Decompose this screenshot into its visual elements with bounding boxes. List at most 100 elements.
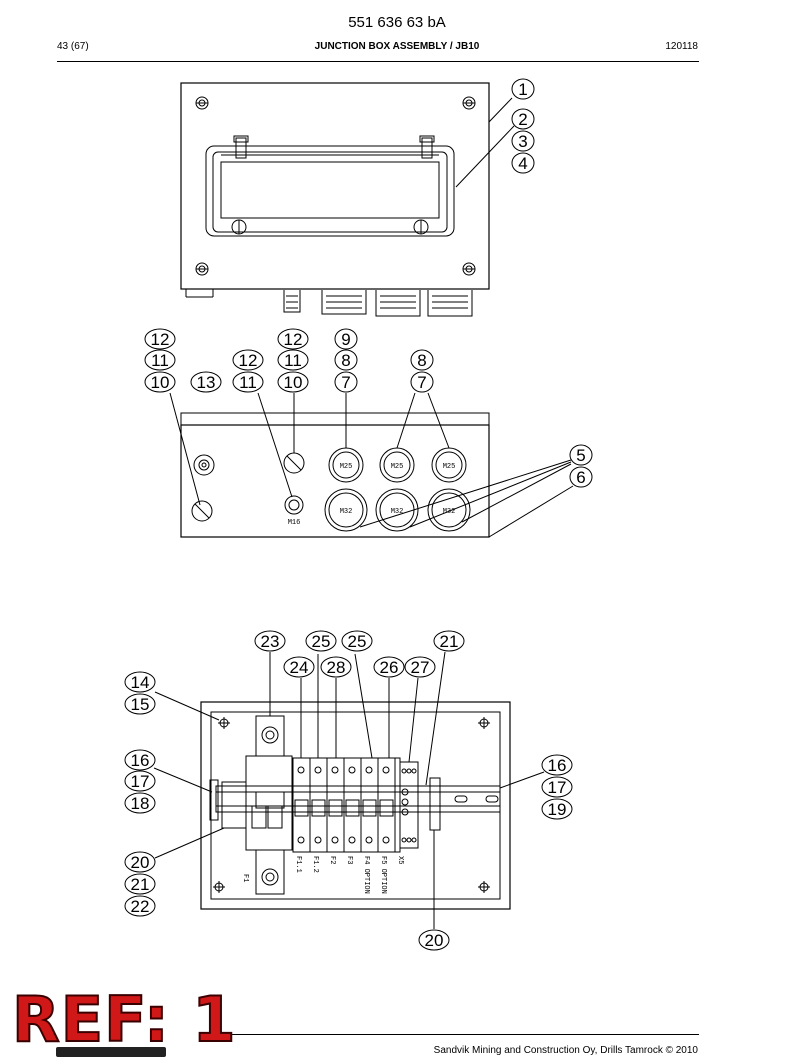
svg-text:14: 14	[131, 673, 150, 692]
callout-balloon: 20	[124, 851, 156, 873]
svg-text:21: 21	[440, 632, 459, 651]
breaker-f4	[360, 757, 379, 853]
page-number: 43 (67)	[57, 41, 89, 52]
callout-balloon: 5	[569, 444, 593, 466]
component-label: F1.1	[294, 856, 302, 873]
callout-balloon: 13	[190, 371, 222, 393]
gland-labels: M25 M25 M25 M32 M32 M32 M16	[288, 463, 456, 527]
svg-text:5: 5	[576, 446, 585, 465]
callout-balloon: 28	[320, 656, 352, 678]
mounting-hole	[478, 717, 490, 729]
breaker-f2	[326, 757, 345, 853]
svg-text:10: 10	[284, 373, 303, 392]
svg-text:16: 16	[548, 756, 567, 775]
inspection-window	[205, 135, 455, 237]
interior-view	[153, 651, 545, 929]
cable-glands-front	[283, 290, 473, 317]
callout-balloon: 11	[232, 371, 264, 393]
svg-text:2: 2	[518, 110, 527, 129]
callout-balloon: 21	[433, 630, 465, 652]
svg-text:7: 7	[417, 373, 426, 392]
svg-text:10: 10	[151, 373, 170, 392]
gland-small	[193, 454, 215, 476]
svg-text:25: 25	[312, 632, 331, 651]
component-label: F1.2	[311, 856, 319, 873]
gland-label: M25	[340, 463, 353, 471]
terminal-x5	[399, 761, 419, 849]
svg-text:17: 17	[548, 778, 567, 797]
callout-balloon: 6	[569, 466, 593, 488]
svg-text:19: 19	[548, 800, 567, 819]
gland-label: M25	[391, 463, 404, 471]
svg-text:8: 8	[417, 351, 426, 370]
callout-balloon: 16	[124, 749, 156, 771]
gland-m32	[427, 488, 471, 532]
gland-label: M32	[391, 508, 404, 516]
header-rule	[57, 61, 699, 62]
callout-balloon: 27	[404, 656, 436, 678]
svg-text:13: 13	[197, 373, 216, 392]
component-label: F3	[345, 856, 353, 864]
callout-balloon: 24	[283, 656, 315, 678]
callout-balloon: 11	[144, 349, 176, 371]
cover-screw	[195, 262, 209, 276]
callout-balloon: 2	[511, 108, 535, 130]
company-logo	[56, 1047, 166, 1057]
svg-text:28: 28	[327, 658, 346, 677]
din-rail	[209, 777, 501, 831]
callout-balloon: 4	[511, 152, 535, 174]
footer-copyright: Sandvik Mining and Construction Oy, Dril…	[433, 1045, 698, 1056]
callout-balloon: 3	[511, 130, 535, 152]
svg-text:22: 22	[131, 897, 150, 916]
callout-balloon: 20	[418, 929, 450, 951]
svg-text:24: 24	[290, 658, 309, 677]
svg-text:26: 26	[380, 658, 399, 677]
front-balloons: 1 2 3 4	[511, 78, 535, 174]
callout-balloon: 17	[124, 770, 156, 792]
svg-text:4: 4	[518, 154, 527, 173]
gland-label: M25	[443, 463, 456, 471]
svg-text:11: 11	[284, 351, 302, 370]
svg-text:1: 1	[518, 80, 527, 99]
page-title: JUNCTION BOX ASSEMBLY / JB10	[314, 41, 480, 52]
callout-balloon: 25	[341, 630, 373, 652]
component-label: F2	[328, 856, 336, 864]
svg-text:18: 18	[131, 794, 150, 813]
callout-balloon: 12	[232, 349, 264, 371]
svg-text:23: 23	[261, 632, 280, 651]
svg-text:7: 7	[341, 373, 350, 392]
callout-balloon: 10	[144, 371, 176, 393]
callout-balloon: 23	[254, 630, 286, 652]
callout-balloon: 12	[277, 328, 309, 350]
svg-text:27: 27	[411, 658, 430, 677]
svg-text:11: 11	[239, 373, 257, 392]
svg-text:21: 21	[131, 875, 150, 894]
svg-text:9: 9	[341, 330, 350, 349]
svg-text:6: 6	[576, 468, 585, 487]
svg-text:3: 3	[518, 132, 527, 151]
callout-balloon: 16	[541, 754, 573, 776]
gland-m32	[324, 488, 368, 532]
gland-label: M32	[340, 508, 353, 516]
mounting-hole	[213, 881, 225, 893]
svg-text:25: 25	[348, 632, 367, 651]
svg-text:20: 20	[131, 853, 150, 872]
svg-text:20: 20	[425, 931, 444, 950]
svg-text:16: 16	[131, 751, 150, 770]
bottom-view	[169, 392, 574, 538]
blanking-plug	[191, 500, 213, 522]
svg-text:8: 8	[341, 351, 350, 370]
svg-text:15: 15	[131, 695, 150, 714]
cover-screw	[462, 96, 476, 110]
svg-text:17: 17	[131, 772, 150, 791]
breaker-f3	[343, 757, 362, 853]
callout-balloon: 7	[334, 371, 358, 393]
callout-balloon: 18	[124, 792, 156, 814]
main-switch-f1	[221, 715, 293, 895]
callout-balloon: 25	[305, 630, 337, 652]
callout-balloon: 11	[277, 349, 309, 371]
callout-balloon: 10	[277, 371, 309, 393]
callout-balloon: 19	[541, 798, 573, 820]
svg-text:11: 11	[151, 351, 169, 370]
